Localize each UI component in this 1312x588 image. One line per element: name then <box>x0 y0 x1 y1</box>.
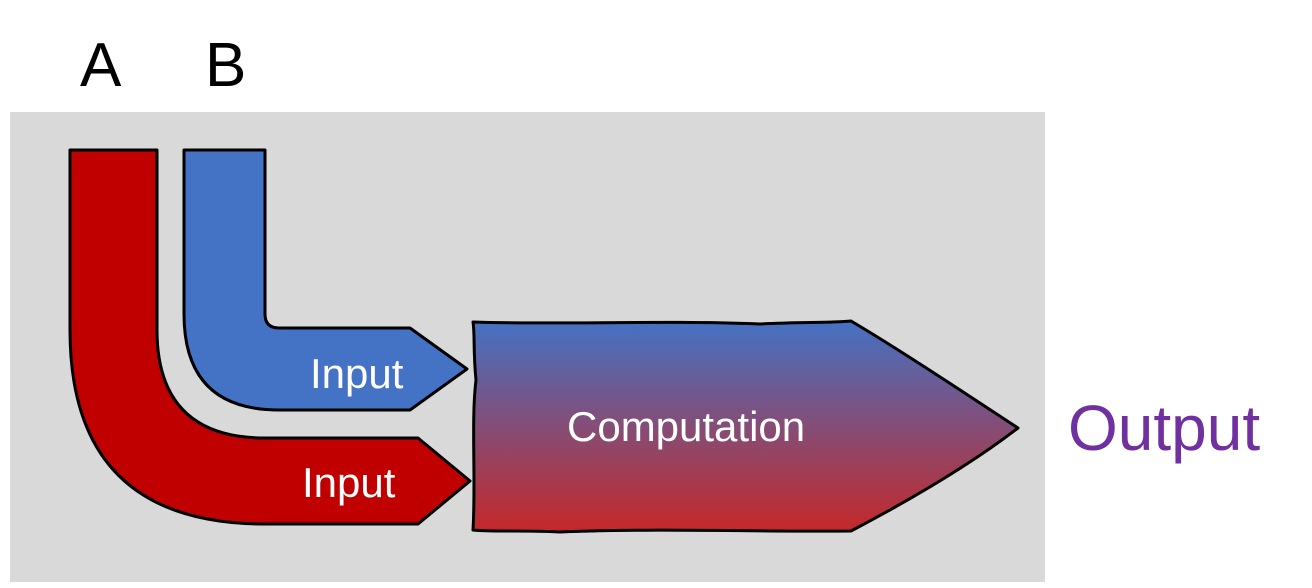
input-a-label: Input <box>302 459 396 506</box>
output-label: Output <box>1068 392 1260 464</box>
input-b-pipe <box>182 148 469 412</box>
input-b-letter: B <box>205 31 246 100</box>
computation-label: Computation <box>567 403 805 450</box>
input-a-pipe <box>68 148 472 526</box>
input-a-letter: A <box>80 31 122 100</box>
input-b-label: Input <box>310 350 404 397</box>
computation-block <box>471 319 1020 534</box>
